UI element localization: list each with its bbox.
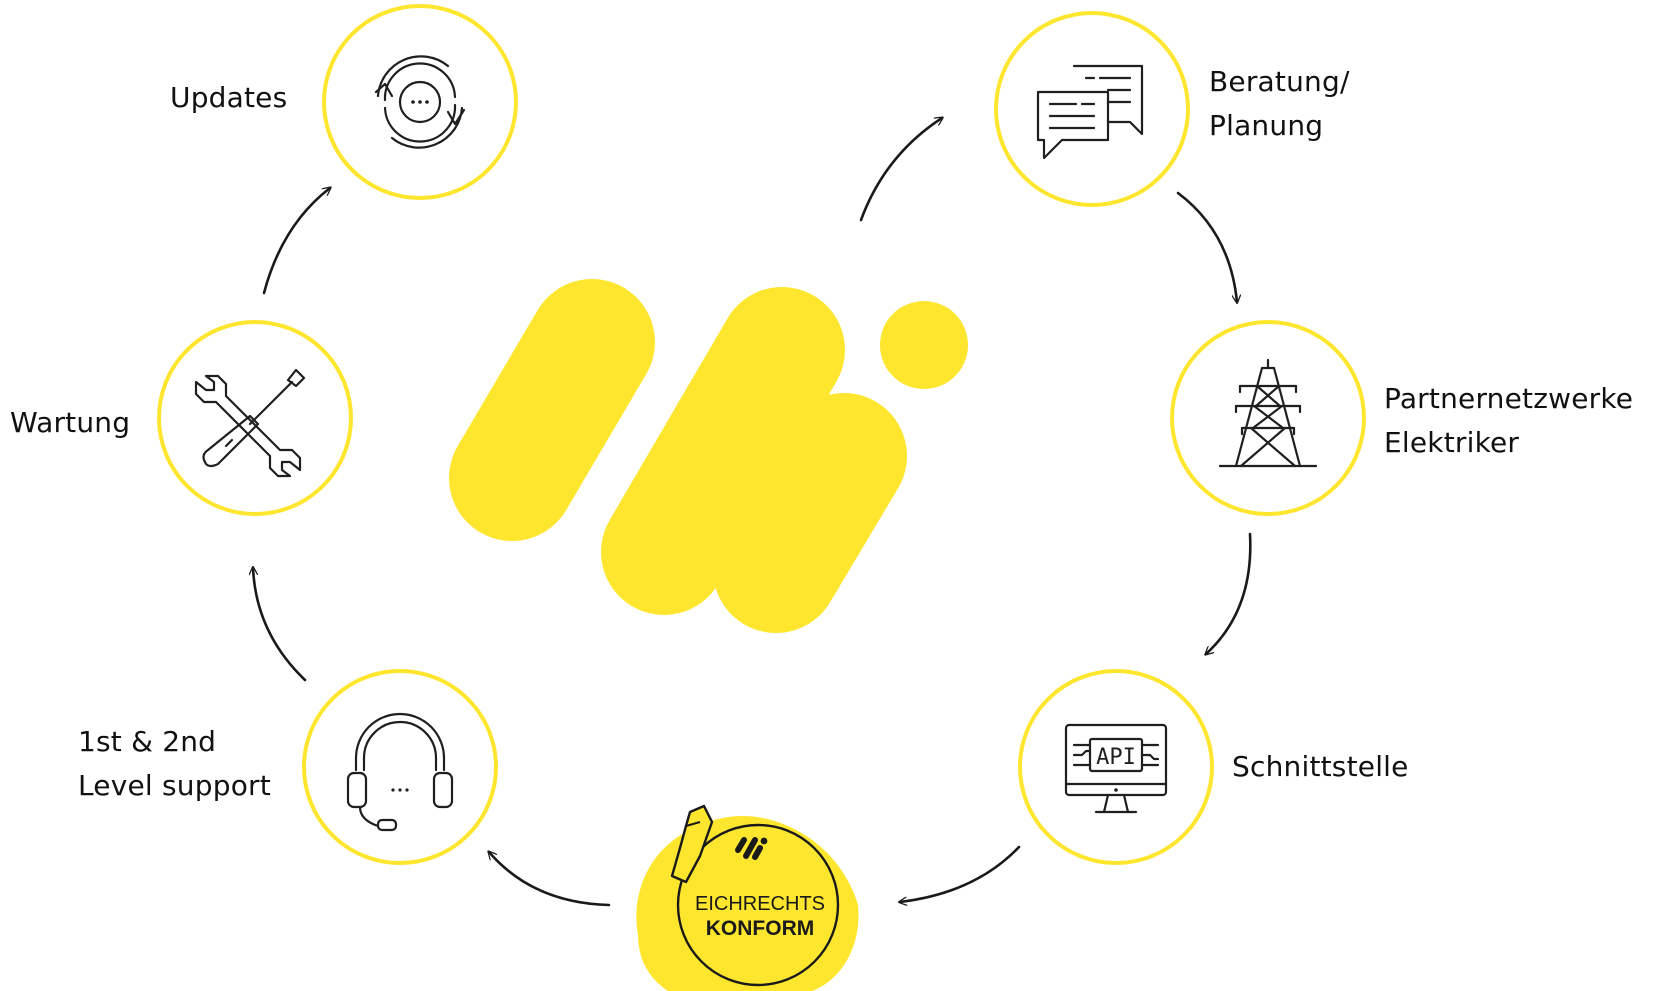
label-updates-line-1: Updates [170,81,288,114]
chat-bubbles-icon [1036,64,1144,160]
mini-brand-logo-icon [735,837,768,860]
node-wartung [157,320,353,516]
node-updates [322,4,518,200]
label-schnittstelle-line-1: Schnittstelle [1232,750,1409,783]
arrow-to-support [489,852,611,907]
api-monitor-icon: API [1064,723,1168,814]
label-support-line-2: Level support [78,769,271,802]
label-support: 1st & 2nd Level support [78,720,271,808]
label-partner: Partnernetzwerke Elektriker [1384,377,1633,465]
arrow-to-updates [262,188,330,295]
power-pylon-icon [1218,358,1318,468]
badge-line-1: EICHRECHTS [695,893,825,915]
label-wartung: Wartung [10,401,130,445]
label-beratung-line-1: Beratung/ [1209,65,1350,98]
badge-line-2: KONFORM [706,917,815,940]
refresh-cycle-icon [374,55,466,149]
arrow-to-eichrecht [900,845,1021,902]
label-beratung: Beratung/ Planung [1209,60,1350,148]
arrow-to-partner [1176,191,1237,302]
arrow-to-wartung [253,568,307,682]
arrow-to-schnittstelle [1206,532,1252,654]
label-schnittstelle: Schnittstelle [1232,745,1409,789]
charging-plug-badge-icon [670,804,714,884]
node-beratung [994,11,1190,207]
label-updates: Updates [170,76,287,120]
label-wartung-line-1: Wartung [10,406,131,439]
node-partner [1170,320,1366,516]
wrench-screwdriver-icon [194,368,306,478]
node-schnittstelle: API [1018,669,1214,865]
arrow-to-beratung [859,118,942,222]
eichrecht-badge: EICHRECHTS KONFORM [636,804,859,991]
label-partner-line-1: Partnernetzwerke [1384,382,1634,415]
brand-logo-icon [449,279,968,633]
headset-icon [346,712,454,832]
label-support-line-1: 1st & 2nd [78,725,217,758]
node-support [302,669,498,865]
label-beratung-line-2: Planung [1209,109,1324,142]
api-label-graphic: API [1096,745,1136,770]
label-partner-line-2: Elektriker [1384,426,1520,459]
